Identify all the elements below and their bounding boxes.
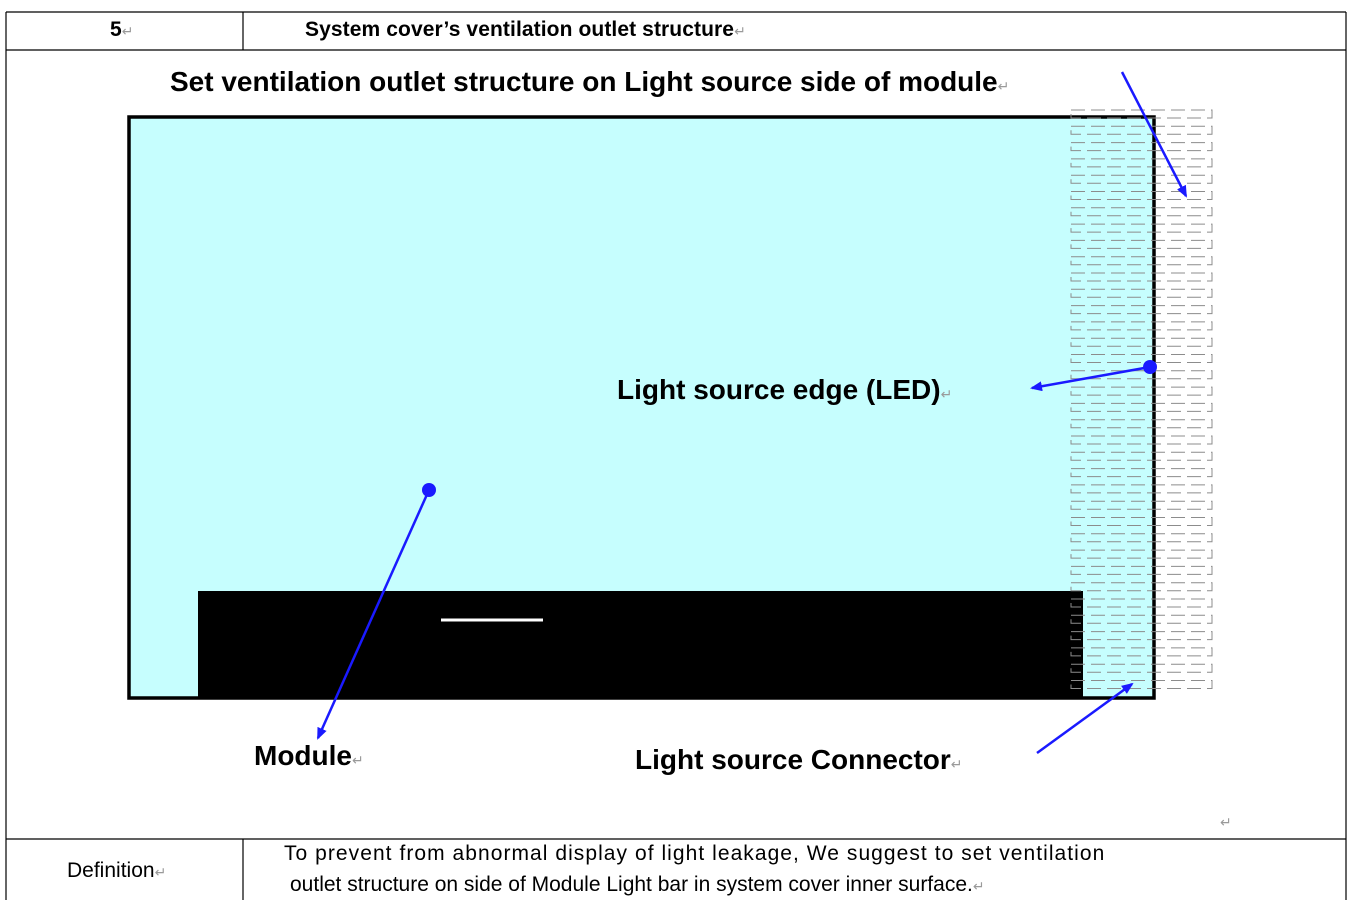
ventilation-outlet-slots <box>1070 109 1213 689</box>
definition-text-line-1: To prevent from abnormal display of ligh… <box>284 842 1106 865</box>
row-number-text: 5 <box>110 18 122 41</box>
vent-slot <box>1070 370 1213 380</box>
paragraph-mark-icon: ↵ <box>352 752 364 768</box>
vent-slot <box>1070 354 1213 363</box>
row-number: 5↵ <box>110 18 133 42</box>
vent-slot <box>1070 305 1213 315</box>
vent-slot <box>1070 435 1213 445</box>
connector-label-text: Light source Connector <box>635 744 951 775</box>
led-point-dot <box>1143 360 1157 374</box>
module-point-dot <box>422 483 436 497</box>
definition-text-line-2-text: outlet structure on side of Module Light… <box>290 873 973 896</box>
vent-slot <box>1070 239 1213 249</box>
row-title-text: System cover’s ventilation outlet struct… <box>305 18 735 41</box>
module-arrow <box>316 489 431 740</box>
title-arrow <box>1120 71 1188 198</box>
paragraph-mark-icon: ↵ <box>734 23 746 39</box>
paragraph-mark-icon: ↵ <box>940 386 953 402</box>
vent-slot <box>1070 680 1213 689</box>
vent-slot <box>1070 174 1213 184</box>
vent-slot <box>1070 565 1213 575</box>
vent-slot <box>1070 272 1213 282</box>
vent-slot <box>1070 337 1213 347</box>
vent-slot <box>1070 631 1213 641</box>
vent-slot <box>1070 256 1213 266</box>
diagram-title-text: Set ventilation outlet structure on Ligh… <box>170 66 998 97</box>
module-label-text: Module <box>254 740 352 771</box>
paragraph-mark-icon: ↵ <box>972 878 985 894</box>
vent-slot <box>1070 402 1213 412</box>
annotation-arrows <box>316 71 1188 755</box>
vent-slot <box>1070 451 1213 461</box>
vent-slot <box>1070 288 1213 298</box>
vent-slot <box>1070 484 1213 494</box>
vent-slot <box>1070 663 1213 673</box>
module-label: Module↵ <box>254 740 364 772</box>
paragraph-mark-icon: ↵ <box>121 23 134 39</box>
paragraph-mark-icon: ↵ <box>997 78 1010 94</box>
paragraph-mark-icon: ↵ <box>1220 814 1232 830</box>
vent-slot <box>1070 598 1213 608</box>
vent-slot <box>1070 158 1213 168</box>
definition-label-text: Definition <box>67 859 155 882</box>
diagram-title: Set ventilation outlet structure on Ligh… <box>170 66 1009 98</box>
paragraph-mark-icon: ↵ <box>950 756 963 772</box>
connector-label: Light source Connector↵ <box>635 744 963 776</box>
vent-slot <box>1070 386 1213 396</box>
vent-slot <box>1070 223 1213 233</box>
vent-slot <box>1070 321 1213 331</box>
vent-slot <box>1070 533 1213 543</box>
led-label-text: Light source edge (LED) <box>617 374 941 405</box>
vent-slot <box>1070 125 1213 135</box>
row-title: System cover’s ventilation outlet struct… <box>305 18 746 42</box>
vent-slot <box>1070 614 1213 624</box>
table-grid <box>5 11 1347 900</box>
pcb-board <box>198 591 1083 698</box>
definition-text-line-2: outlet structure on side of Module Light… <box>290 873 985 897</box>
vent-slot <box>1070 191 1213 200</box>
vent-slot <box>1070 647 1213 657</box>
connector-arrow <box>1036 682 1134 755</box>
vent-slot <box>1070 582 1213 592</box>
vent-slot <box>1070 142 1213 152</box>
vent-slot <box>1070 468 1213 478</box>
vent-slot <box>1070 207 1213 217</box>
vent-slot <box>1070 549 1213 559</box>
vent-slot <box>1070 517 1213 526</box>
led-label: Light source edge (LED)↵ <box>617 374 952 406</box>
vent-slot <box>1070 419 1213 429</box>
paragraph-mark-icon: ↵ <box>154 864 167 880</box>
definition-label: Definition↵ <box>67 859 166 883</box>
led-arrow <box>1030 365 1151 392</box>
vent-slot <box>1070 500 1213 510</box>
